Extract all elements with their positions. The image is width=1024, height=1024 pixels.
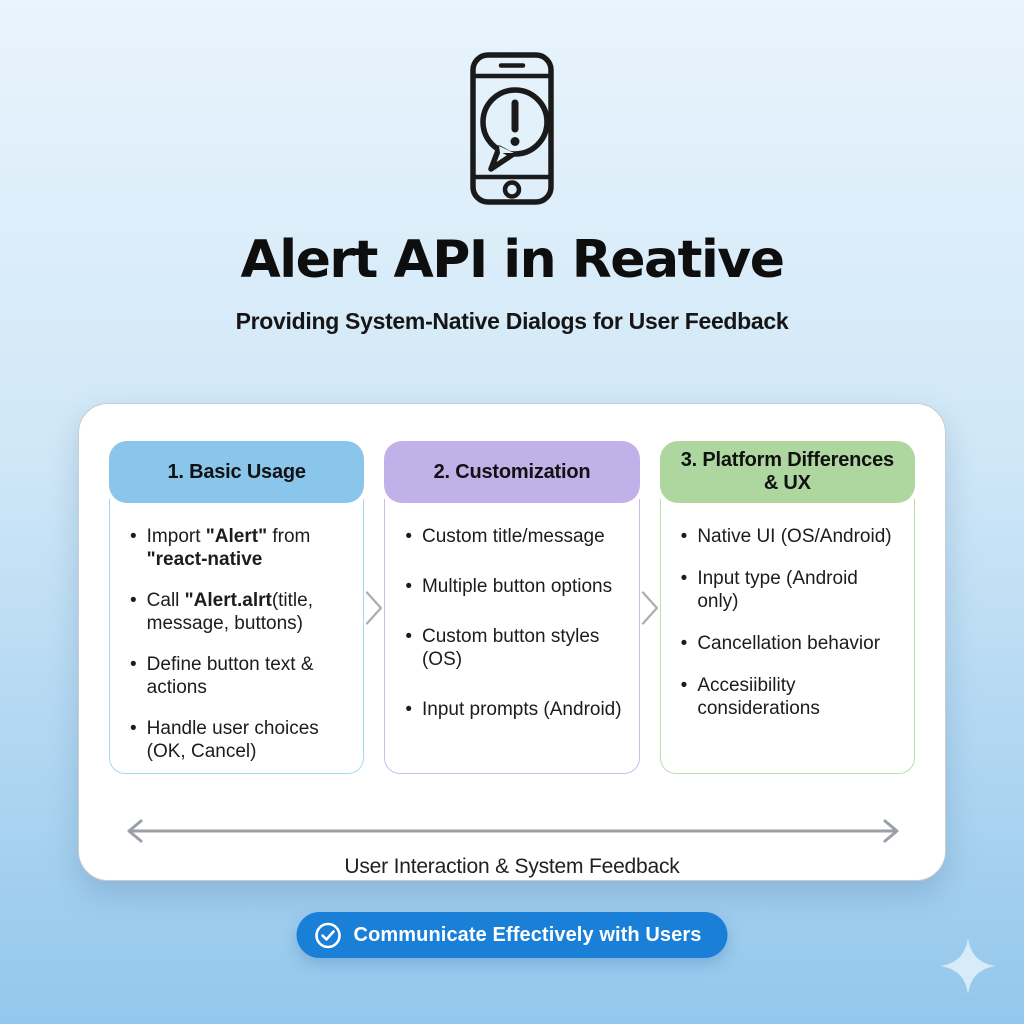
columns-row: 1. Basic Usage •Import "Alert" from "rea… — [109, 441, 915, 774]
bullet-dot: • — [130, 526, 137, 547]
double-arrow-icon — [127, 819, 899, 843]
bullet-dot: • — [680, 675, 688, 696]
bullet-list-platform-differences: •Native UI (OS/Android) •Input type (Andr… — [681, 525, 900, 720]
bullet-dot: • — [130, 654, 137, 675]
bullet-item: •Native UI (OS/Android) — [680, 526, 892, 547]
bullet-item: •Import "Alert" from "react-native — [130, 526, 311, 570]
bullet-item: •Handle user choices (OK, Cancel) — [130, 718, 319, 762]
bullet-item: •Accesiibility considerations — [680, 675, 820, 719]
bullet-item: •Input type (Android only) — [680, 568, 858, 612]
content-card: 1. Basic Usage •Import "Alert" from "rea… — [78, 403, 946, 881]
bullet-list-customization: •Custom title/message •Multiple button op… — [405, 525, 624, 721]
bullet-item: •Custom title/message — [405, 526, 605, 547]
bullet-dot: • — [130, 718, 137, 739]
communicate-badge-button[interactable]: Communicate Effectively with Users — [296, 912, 728, 958]
bullet-item: •Define button text & actions — [130, 654, 314, 698]
column-header-customization: 2. Customization — [384, 441, 640, 503]
bullet-item: •Call "Alert.alrt(title, message, button… — [130, 590, 314, 634]
flow-section: User Interaction & System Feedback — [109, 818, 915, 879]
bullet-item: •Cancellation behavior — [680, 633, 881, 654]
flow-label: User Interaction & System Feedback — [344, 855, 680, 878]
bullet-dot: • — [680, 568, 688, 589]
chevron-right-icon — [640, 441, 660, 774]
chevron-right-icon — [364, 441, 384, 774]
page-subtitle: Providing System-Native Dialogs for User… — [235, 308, 789, 334]
page-title: Alert API in Reative — [240, 230, 785, 290]
column-body-basic-usage: •Import "Alert" from "react-native •Call … — [109, 499, 365, 774]
column-header-basic-usage: 1. Basic Usage — [109, 441, 365, 503]
column-body-platform-differences: •Native UI (OS/Android) •Input type (Andr… — [659, 499, 915, 774]
bullet-list-basic-usage: •Import "Alert" from "react-native •Call … — [130, 525, 349, 763]
badge-label: Communicate Effectively with Users — [353, 923, 702, 946]
column-body-customization: •Custom title/message •Multiple button op… — [384, 499, 640, 774]
bullet-dot: • — [405, 526, 412, 547]
phone-alert-icon — [470, 52, 554, 210]
column-basic-usage: 1. Basic Usage •Import "Alert" from "rea… — [109, 441, 365, 774]
bullet-dot: • — [130, 590, 137, 611]
bullet-dot: • — [680, 526, 688, 547]
bullet-dot: • — [405, 626, 412, 647]
bullet-dot: • — [680, 633, 688, 654]
bullet-dot: • — [405, 699, 412, 720]
bullet-item: •Custom button styles (OS) — [405, 626, 600, 670]
bullet-item: •Multiple button options — [405, 576, 613, 597]
column-platform-differences: 3. Platform Differences & UX •Native UI … — [659, 441, 915, 774]
bullet-item: •Input prompts (Android) — [405, 699, 622, 720]
column-header-platform-differences: 3. Platform Differences & UX — [659, 441, 915, 503]
sparkle-icon — [938, 936, 998, 1001]
bullet-dot: • — [405, 576, 412, 597]
column-customization: 2. Customization •Custom title/message •M… — [384, 441, 640, 774]
check-circle-icon — [315, 922, 342, 949]
